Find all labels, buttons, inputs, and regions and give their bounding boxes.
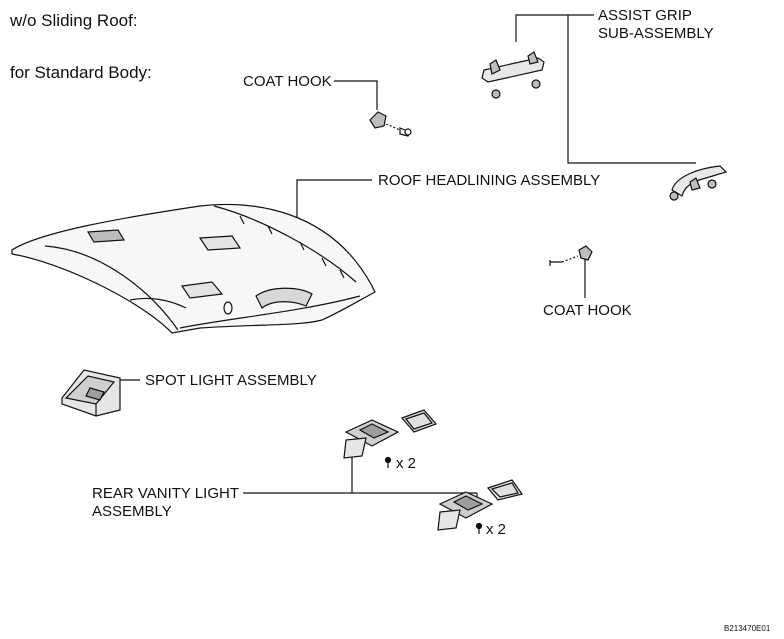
spot-light-label: SPOT LIGHT ASSEMBLY bbox=[145, 372, 317, 389]
roof-headlining-label: ROOF HEADLINING ASSEMBLY bbox=[378, 172, 601, 189]
assist-grip-upper-drawing bbox=[481, 51, 545, 99]
header-line-2: for Standard Body: bbox=[10, 63, 152, 82]
spot-light-drawing bbox=[61, 369, 121, 417]
vanity-light-upper-drawing bbox=[343, 409, 438, 468]
header-line-1: w/o Sliding Roof: bbox=[10, 11, 138, 30]
assist-grip-label-1: ASSIST GRIP bbox=[598, 7, 692, 24]
leader-lines bbox=[120, 14, 696, 510]
quantity-upper-label: x 2 bbox=[396, 455, 417, 472]
vanity-light-lower-drawing bbox=[437, 479, 524, 534]
coat-hook-right-drawing bbox=[549, 245, 593, 266]
coat-hook-top-drawing bbox=[369, 111, 412, 137]
quantity-lower-label: x 2 bbox=[486, 521, 507, 538]
assist-grip-label-2: SUB-ASSEMBLY bbox=[598, 25, 714, 42]
coat-hook-right-label: COAT HOOK bbox=[543, 302, 632, 319]
figure-code: B213470E01 bbox=[724, 624, 771, 633]
rear-vanity-label-1: REAR VANITY LIGHT bbox=[92, 485, 239, 502]
roof-headlining-drawing bbox=[11, 203, 376, 334]
coat-hook-top-label: COAT HOOK bbox=[243, 73, 332, 90]
rear-vanity-label-2: ASSEMBLY bbox=[92, 503, 172, 520]
assist-grip-lower-drawing bbox=[669, 165, 728, 201]
